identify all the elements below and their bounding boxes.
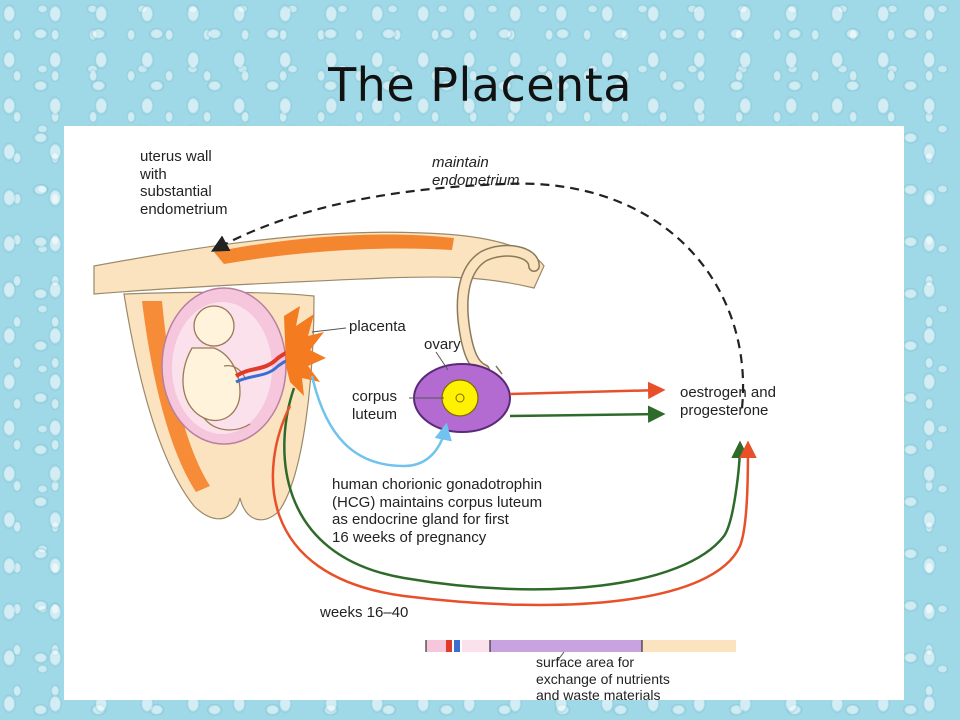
placenta-diagram-panel: uterus wall with substantial endometrium…	[64, 126, 904, 700]
corpus-luteum-shape	[441, 379, 479, 417]
slide-title: The Placenta	[328, 58, 632, 112]
surface-area-label: surface area for exchange of nutrients a…	[536, 654, 670, 700]
maintain-endometrium-arrow	[210, 182, 745, 409]
placenta-leader	[311, 327, 347, 333]
ovary-label: ovary	[424, 336, 461, 353]
ovary-leader	[435, 351, 449, 371]
placenta-diagram	[93, 182, 757, 661]
hcg-label: human chorionic gonadotrophin (HCG) main…	[332, 476, 543, 547]
maintain-endometrium-label: maintain endometrium	[432, 154, 520, 189]
corpus-luteum-label: corpus luteum	[352, 388, 398, 423]
endometrium-band	[214, 234, 454, 264]
fetus-figure	[182, 305, 251, 431]
placenta-tissue	[284, 306, 326, 396]
weeks-red-arrow	[271, 405, 757, 607]
ovary-green-arrow	[509, 405, 666, 423]
placenta-label: placenta	[349, 318, 406, 335]
villi-inset-strip	[425, 640, 736, 661]
hcg-arrow	[310, 375, 452, 468]
weeks-label: weeks 16–40	[320, 604, 409, 621]
uterus-wall-label: uterus wall with substantial endometrium	[140, 148, 228, 219]
oestrogen-progesterone-label: oestrogen and progesterone	[680, 384, 776, 419]
ovary-red-arrow	[509, 381, 666, 400]
weeks-green-arrow	[283, 387, 749, 591]
